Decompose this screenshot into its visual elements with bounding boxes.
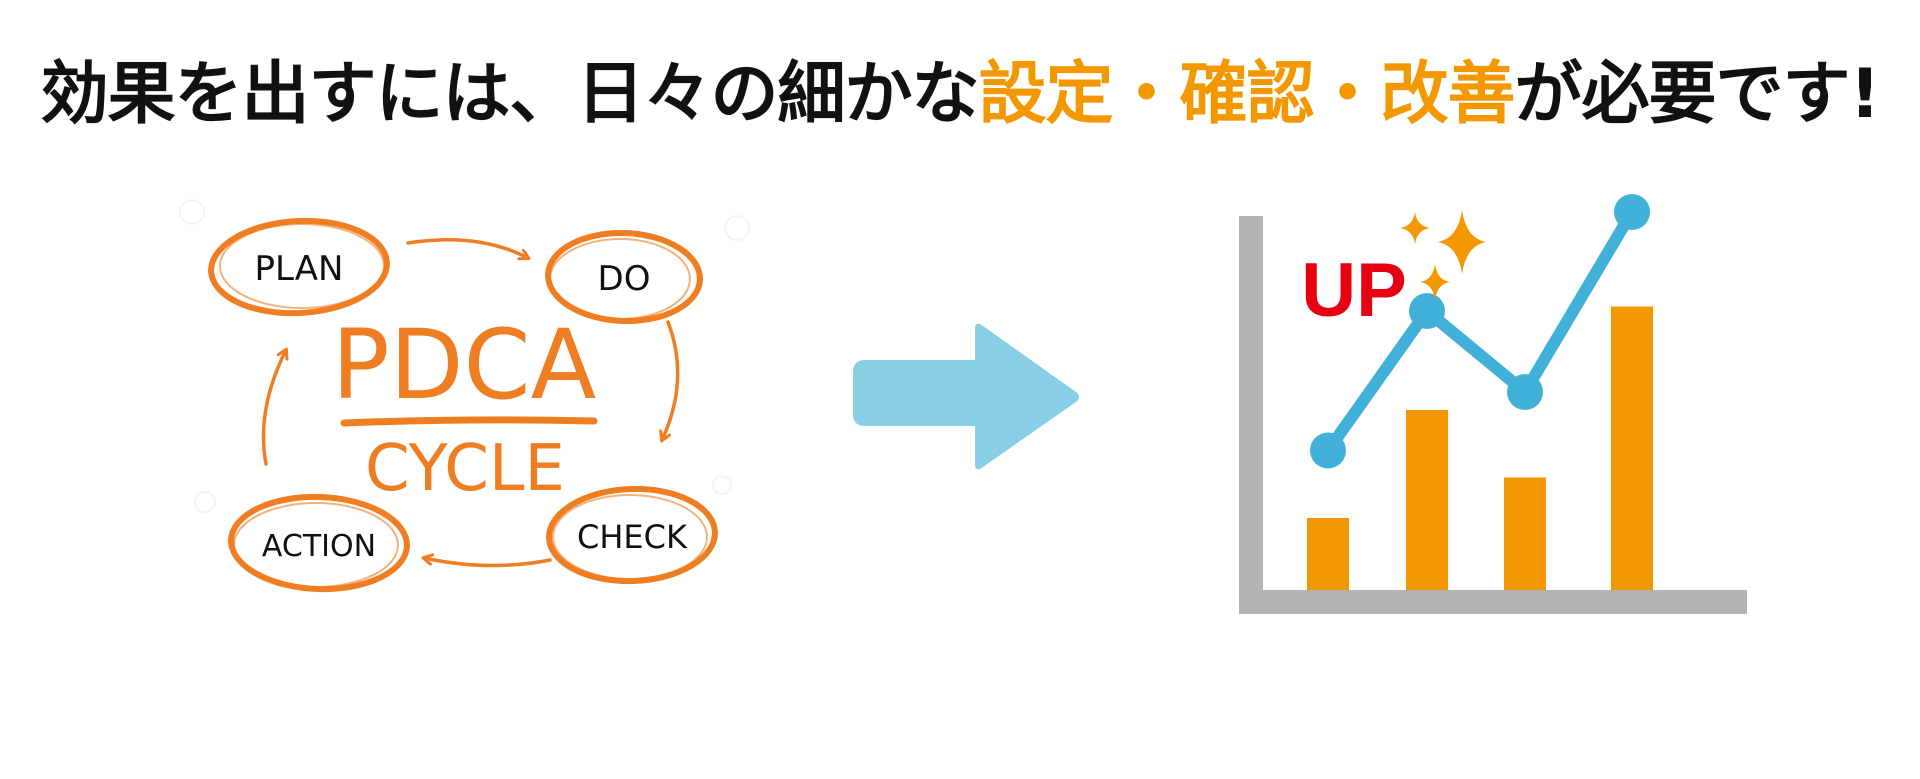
chart-line-series <box>1322 206 1638 457</box>
pdca-cycle-diagram: PLAN DO CHECK ACTION PDCA CYCLE <box>179 199 750 593</box>
chart-line-point <box>1409 293 1445 329</box>
headline-highlight-check: 確認 <box>1179 55 1314 134</box>
chart-bars <box>1307 306 1653 590</box>
background-doodles <box>179 199 750 513</box>
chart-trend-line <box>1310 194 1650 469</box>
chart-line-point <box>1507 374 1543 410</box>
chart-line-point <box>1310 432 1346 469</box>
action-label: ACTION <box>262 529 376 564</box>
plan-label: PLAN <box>255 249 344 289</box>
page-headline: 効果を出すには、日々の細かな設定・確認・改善が必要です! <box>0 52 1920 138</box>
arrow-check-to-action <box>424 558 552 568</box>
headline-separator-2: ・ <box>1313 55 1382 134</box>
arrow-right-icon <box>853 323 1079 470</box>
chart-bar <box>1406 410 1448 590</box>
headline-text-2: が必要です! <box>1514 55 1881 134</box>
arrow-do-to-check <box>662 320 680 440</box>
pdca-step-check: CHECK <box>546 485 718 585</box>
up-badge: UP <box>1301 248 1407 333</box>
pdca-title: PDCA <box>332 309 597 421</box>
chart-bar <box>1307 518 1349 590</box>
do-label: DO <box>598 259 651 299</box>
check-ellipse <box>546 485 718 585</box>
sparkle-icon <box>1420 264 1450 300</box>
action-ellipse-sketch <box>233 502 399 588</box>
check-ellipse-sketch <box>552 494 708 580</box>
action-ellipse <box>228 493 410 593</box>
chart-y-axis <box>1239 216 1263 614</box>
arrow-action-to-plan <box>261 350 287 466</box>
headline-highlight-improve: 改善 <box>1380 55 1516 134</box>
plan-ellipse <box>208 217 390 317</box>
chart-x-axis <box>1239 590 1747 614</box>
pdca-step-plan: PLAN <box>208 217 390 317</box>
pdca-step-action: ACTION <box>228 493 410 593</box>
pdca-subtitle: CYCLE <box>365 432 565 506</box>
plan-ellipse-sketch <box>219 223 385 309</box>
headline-highlight-setting: 設定 <box>978 55 1113 134</box>
chart-bar <box>1611 306 1653 590</box>
pdca-underline <box>340 416 598 427</box>
do-ellipse <box>545 229 703 325</box>
headline-separator-1: ・ <box>1112 55 1180 134</box>
check-label: CHECK <box>577 518 688 556</box>
headline-text-1: 効果を出すには、日々の細かな <box>40 55 979 134</box>
sparkle-icon <box>1400 212 1430 244</box>
pdca-step-do: DO <box>545 229 703 325</box>
do-ellipse-sketch <box>549 238 691 320</box>
chart-line-point <box>1614 194 1650 230</box>
growth-chart: UP <box>1239 194 1747 614</box>
chart-bar <box>1504 477 1546 590</box>
sparkle-icon <box>1438 210 1486 274</box>
arrow-plan-to-do <box>406 238 528 258</box>
